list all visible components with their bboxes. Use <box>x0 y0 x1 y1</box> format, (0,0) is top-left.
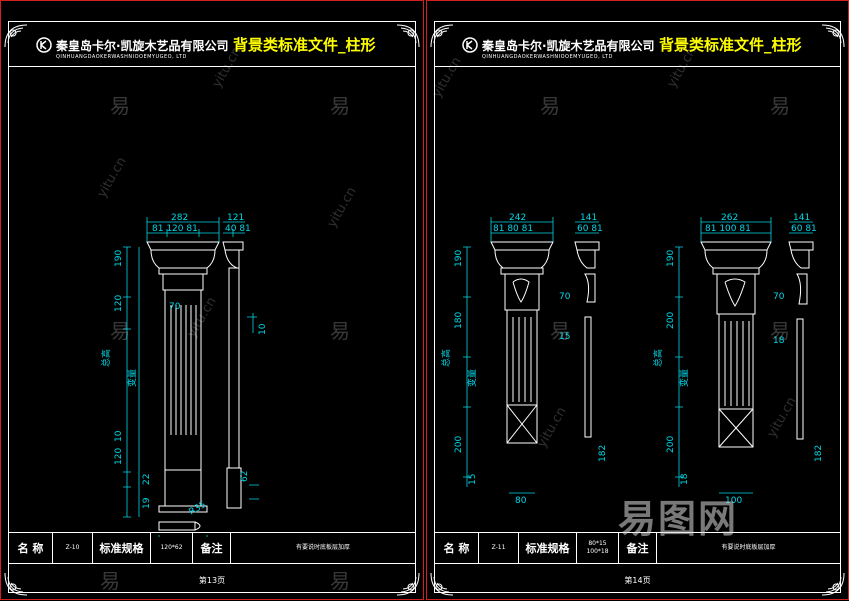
tb-spec-value2: 100*18 <box>586 548 609 555</box>
dim-side-parts: 40 81 <box>225 224 251 234</box>
dimension-labels: 282 81 120 81 121 40 81 190 120 70 10 10… <box>100 213 268 518</box>
dim-var-label: 变量 <box>466 369 478 387</box>
dim-b-h6: 182 <box>814 445 824 462</box>
dim-b-h2: 200 <box>666 312 676 329</box>
drawing-sheet-right: 秦皇岛卡尔·凯旋木艺品有限公司 QINHUANGDAOKERWASHNIOOEM… <box>426 0 849 600</box>
company-name-en: QINHUANGDAOKERWASHNIOOEMYUGEO, LTD <box>482 54 613 60</box>
dim-var-label: 变量 <box>678 369 690 387</box>
column-b-side-view <box>788 241 814 440</box>
drawing-sheet-left: 秦皇岛卡尔·凯旋木艺品有限公司 QINHUANGDAOKERWASHNIOOEM… <box>0 0 424 600</box>
dim-h8: 62 <box>240 471 250 482</box>
dim-h5: 10 <box>114 430 124 442</box>
dim-top-parts: 81 120 81 <box>152 224 198 234</box>
dimension-lines <box>123 217 259 537</box>
document-title: 背景类标准文件_柱形 <box>659 36 802 54</box>
tb-spec-label: 标准规格 <box>525 542 570 555</box>
company-name: 秦皇岛卡尔·凯旋木艺品有限公司 <box>482 39 655 53</box>
dim-b-h7: 18 <box>680 473 690 485</box>
dim-a-h2: 180 <box>454 312 464 329</box>
dim-b-top-parts: 81 100 81 <box>705 224 751 234</box>
dim-var-label: 变量 <box>126 369 138 387</box>
dim-a-h3: 70 <box>559 292 571 302</box>
dim-b-side-parts: 60 81 <box>791 224 817 234</box>
tb-name-value: Z-10 <box>65 544 80 551</box>
tb-note-value: 有要说时底板层加厚 <box>295 544 350 551</box>
column-a-side-view <box>574 241 600 438</box>
dim-a-h6: 182 <box>598 445 608 462</box>
dim-a-h4: 15 <box>559 332 570 342</box>
brand-watermark: 易图网 <box>618 497 739 541</box>
dim-a-side-total: 141 <box>580 213 597 223</box>
tb-note-value: 有要说时底板层加厚 <box>721 544 776 551</box>
tb-note-label: 备注 <box>200 542 223 555</box>
dim-a-h8: 80 <box>515 496 527 506</box>
dim-h11: R35 <box>188 500 208 518</box>
dim-side-total: 121 <box>227 213 244 223</box>
dimension-labels: 242 81 80 81 141 60 81 190 180 70 15 200… <box>440 213 824 506</box>
dim-b-h1: 190 <box>666 250 676 267</box>
tb-note-label: 备注 <box>626 542 649 555</box>
dim-a-h7: 15 <box>468 474 478 485</box>
dim-b-side-total: 141 <box>793 213 810 223</box>
dim-h4: 10 <box>258 323 268 335</box>
dim-h6: 120 <box>114 448 124 465</box>
dim-h3: 70 <box>169 302 181 312</box>
dim-a-top-parts: 81 80 81 <box>493 224 533 234</box>
dim-total-label: 总高 <box>100 349 112 367</box>
drawing-frame: 秦皇岛卡尔·凯旋木艺品有限公司 QINHUANGDAOKERWASHNIOOEM… <box>434 21 841 593</box>
dim-a-top-total: 242 <box>509 213 526 223</box>
tb-name-value: Z-11 <box>491 544 506 551</box>
tb-name-label: 名 称 <box>443 542 470 555</box>
dim-h9: 19 <box>142 497 152 509</box>
corner-ornament-icon <box>820 571 846 597</box>
title-block: 名 称 Z-10 标准规格 120*62 备注 有要说时底板层加厚 <box>9 532 415 564</box>
base-section <box>158 521 201 531</box>
corner-ornament-icon <box>395 571 421 597</box>
dim-h1: 190 <box>114 250 124 267</box>
tb-spec-label: 标准规格 <box>99 542 144 555</box>
company-logo-icon <box>36 37 52 53</box>
sheet-header: 秦皇岛卡尔·凯旋木艺品有限公司 QINHUANGDAOKERWASHNIOOEM… <box>9 22 415 67</box>
dim-h2: 120 <box>114 295 124 312</box>
page-number: 第14页 <box>624 576 651 585</box>
sheet-header: 秦皇岛卡尔·凯旋木艺品有限公司 QINHUANGDAOKERWASHNIOOEM… <box>435 22 840 67</box>
dimension-lines <box>463 217 813 494</box>
column-drawing: 242 81 80 81 141 60 81 190 180 70 15 200… <box>440 213 824 506</box>
company-name: 秦皇岛卡尔·凯旋木艺品有限公司 <box>56 39 229 53</box>
dim-a-h1: 190 <box>454 250 464 267</box>
column-a-front-view <box>490 241 554 444</box>
company-name-en: QINHUANGDAOKERWASHNIOOEMYUGEO, LTD <box>56 54 187 60</box>
page-number: 第13页 <box>198 576 226 585</box>
dim-h7: 22 <box>142 474 152 485</box>
tb-spec-value: 120*62 <box>160 544 183 551</box>
dim-top-total: 282 <box>171 213 188 223</box>
dim-total-label: 总高 <box>652 349 664 367</box>
dim-a-side-parts: 60 81 <box>577 224 603 234</box>
tb-spec-value: 80*15 <box>588 540 607 547</box>
column-b-front-view <box>700 241 772 448</box>
dim-total-label: 总高 <box>440 349 452 367</box>
dim-b-h3: 70 <box>773 292 785 302</box>
document-title: 背景类标准文件_柱形 <box>233 36 376 54</box>
column-front-view <box>146 241 220 513</box>
dim-a-h5: 200 <box>454 436 464 453</box>
dim-b-h4: 18 <box>773 336 785 346</box>
drawing-frame: 秦皇岛卡尔·凯旋木艺品有限公司 QINHUANGDAOKERWASHNIOOEM… <box>8 21 416 593</box>
dim-b-top-total: 262 <box>721 213 738 223</box>
company-logo-icon <box>462 37 478 53</box>
dim-b-h8: 100 <box>725 496 742 506</box>
column-drawing: 282 81 120 81 121 40 81 190 120 70 10 10… <box>100 213 268 537</box>
column-side-view <box>222 241 244 509</box>
dim-b-h5: 200 <box>666 436 676 453</box>
tb-name-label: 名 称 <box>17 542 44 555</box>
